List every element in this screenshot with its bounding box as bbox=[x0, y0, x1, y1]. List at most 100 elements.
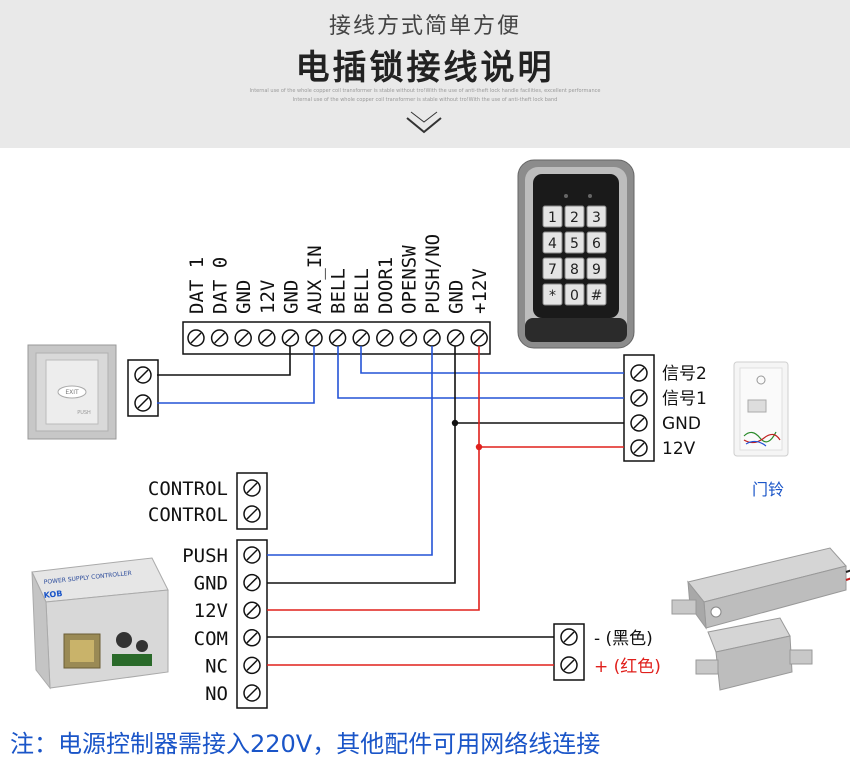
svg-text:2: 2 bbox=[570, 210, 579, 226]
electric-lock-device bbox=[671, 547, 850, 691]
top-terminal-label-8: DOOR1 bbox=[375, 257, 397, 314]
power-terminal-screw-3 bbox=[243, 629, 261, 647]
top-terminal-screw-7 bbox=[352, 329, 370, 347]
doorbell-device bbox=[733, 361, 789, 457]
keypad-key-8: 9 bbox=[586, 257, 607, 280]
doorbell-terminal-label-3: 12V bbox=[662, 439, 696, 459]
top-terminal-label-12: +12V bbox=[469, 268, 491, 314]
svg-text:4: 4 bbox=[548, 236, 557, 252]
top-terminal-label-5: AUX_IN bbox=[304, 245, 326, 314]
top-terminal-screw-1 bbox=[210, 329, 229, 347]
doorbell-terminal-screw-1 bbox=[630, 389, 648, 407]
keypad-key-4: 5 bbox=[564, 231, 585, 254]
header-subtitle: 接线方式简单方便 bbox=[328, 14, 521, 39]
exit-button-text: EXIT bbox=[65, 389, 79, 396]
power-terminal-block bbox=[236, 539, 268, 709]
top-terminal-label-4: GND bbox=[280, 280, 302, 314]
power-terminal-label-4: NC bbox=[205, 655, 228, 677]
control-terminal-label-1: CONTROL bbox=[148, 504, 228, 526]
top-terminal-screw-0 bbox=[187, 329, 205, 347]
keypad-key-10: 0 bbox=[564, 283, 585, 306]
exit-terminal-screw-0 bbox=[134, 366, 152, 384]
svg-text:#: # bbox=[591, 288, 603, 304]
doorbell-terminal-label-1: 信号1 bbox=[662, 389, 707, 409]
svg-text:8: 8 bbox=[570, 262, 579, 278]
top-terminal-screw-4 bbox=[281, 329, 300, 347]
doorbell-terminal-screw-2 bbox=[630, 414, 648, 432]
top-terminal-label-3: 12V bbox=[257, 280, 279, 314]
top-terminal-label-0: DAT 1 bbox=[186, 257, 208, 314]
top-terminal-label-6: BELL bbox=[328, 268, 350, 314]
header-banner: 接线方式简单方便 电插锁接线说明 Internal use of the who… bbox=[0, 0, 850, 148]
wire-12v bbox=[267, 346, 480, 611]
power-terminal-label-0: PUSH bbox=[182, 545, 228, 567]
footer-note: 注：电源控制器需接入220V，其他配件可用网络线连接 bbox=[10, 730, 601, 758]
svg-text:6: 6 bbox=[592, 236, 601, 252]
svg-text:0: 0 bbox=[570, 288, 579, 304]
junction-dot-gnd bbox=[451, 419, 459, 427]
control-terminal-screw-1 bbox=[243, 505, 261, 523]
top-terminal-screw-9 bbox=[399, 329, 418, 347]
header-fine-print-2: Internal use of the whole copper coil tr… bbox=[292, 97, 558, 103]
keypad-key-9: * bbox=[542, 283, 563, 306]
doorbell-terminal-label-0: 信号2 bbox=[662, 364, 707, 384]
top-terminal-screw-3 bbox=[258, 329, 276, 347]
junction-dot-12v bbox=[475, 443, 483, 451]
svg-text:3: 3 bbox=[592, 210, 601, 226]
top-terminal-screw-11 bbox=[446, 329, 465, 347]
top-terminal-label-2: GND bbox=[233, 280, 255, 314]
top-terminal-label-7: BELL bbox=[351, 268, 373, 314]
exit-terminal-screw-1 bbox=[134, 394, 152, 412]
svg-text:7: 7 bbox=[548, 262, 557, 278]
power-box-brand: KOB bbox=[43, 589, 63, 600]
lock-terminal-screw-0 bbox=[560, 628, 578, 646]
wire-bell-1 bbox=[337, 346, 624, 399]
top-terminal-screw-6 bbox=[328, 329, 347, 347]
header-title: 电插锁接线说明 bbox=[295, 48, 555, 88]
keypad-key-7: 8 bbox=[564, 257, 585, 280]
keypad-key-3: 4 bbox=[542, 231, 563, 254]
lock-terminal-label-0: - (黑色) bbox=[594, 629, 653, 649]
top-terminal-screw-8 bbox=[376, 329, 394, 347]
wire-exit-aux bbox=[157, 346, 315, 404]
top-terminal-screw-10 bbox=[423, 329, 441, 347]
top-terminal-label-10: PUSH/NO bbox=[422, 234, 444, 314]
header-fine-print-1: Internal use of the whole copper coil tr… bbox=[249, 88, 601, 94]
svg-text:9: 9 bbox=[592, 262, 601, 278]
lock-terminal-screw-1 bbox=[560, 656, 578, 674]
top-terminal-label-1: DAT 0 bbox=[210, 257, 232, 314]
top-terminal-screw-2 bbox=[234, 329, 252, 347]
keypad-key-5: 6 bbox=[586, 231, 607, 254]
power-terminal-label-1: GND bbox=[194, 573, 228, 595]
power-terminal-screw-2 bbox=[243, 601, 261, 619]
keypad-key-11: # bbox=[586, 283, 607, 306]
doorbell-caption: 门铃 bbox=[752, 480, 784, 499]
control-terminal-label-0: CONTROL bbox=[148, 478, 228, 500]
lock-terminal-label-1: + (红色) bbox=[594, 657, 661, 677]
doorbell-terminal-screw-0 bbox=[630, 364, 648, 382]
keypad-key-2: 3 bbox=[586, 205, 607, 228]
chevron-down-icon bbox=[406, 111, 442, 134]
keypad-key-0: 1 bbox=[542, 205, 563, 228]
wire-bell-2 bbox=[360, 346, 624, 374]
svg-text:5: 5 bbox=[570, 236, 579, 252]
exit-button-device: EXIT PUSH bbox=[27, 344, 117, 440]
svg-text:1: 1 bbox=[548, 210, 557, 226]
top-terminal-label-11: GND bbox=[446, 280, 468, 314]
top-terminal-screw-5 bbox=[305, 329, 323, 347]
doorbell-terminal-screw-3 bbox=[630, 439, 648, 457]
wire-gnd bbox=[267, 346, 456, 584]
control-terminal-screw-0 bbox=[243, 479, 261, 497]
top-terminal-screws bbox=[187, 329, 488, 347]
exit-button-small-text: PUSH bbox=[77, 410, 91, 416]
wire-exit-gnd bbox=[157, 346, 291, 376]
power-terminal-screw-5 bbox=[243, 684, 261, 702]
wire-push bbox=[267, 346, 433, 556]
power-terminal-screw-1 bbox=[243, 573, 261, 592]
keypad-key-6: 7 bbox=[542, 257, 563, 280]
power-terminal-screw-0 bbox=[243, 546, 261, 564]
power-terminal-label-2: 12V bbox=[194, 600, 228, 622]
power-supply-device: POWER SUPPLY CONTROLLER KOB bbox=[31, 557, 169, 690]
